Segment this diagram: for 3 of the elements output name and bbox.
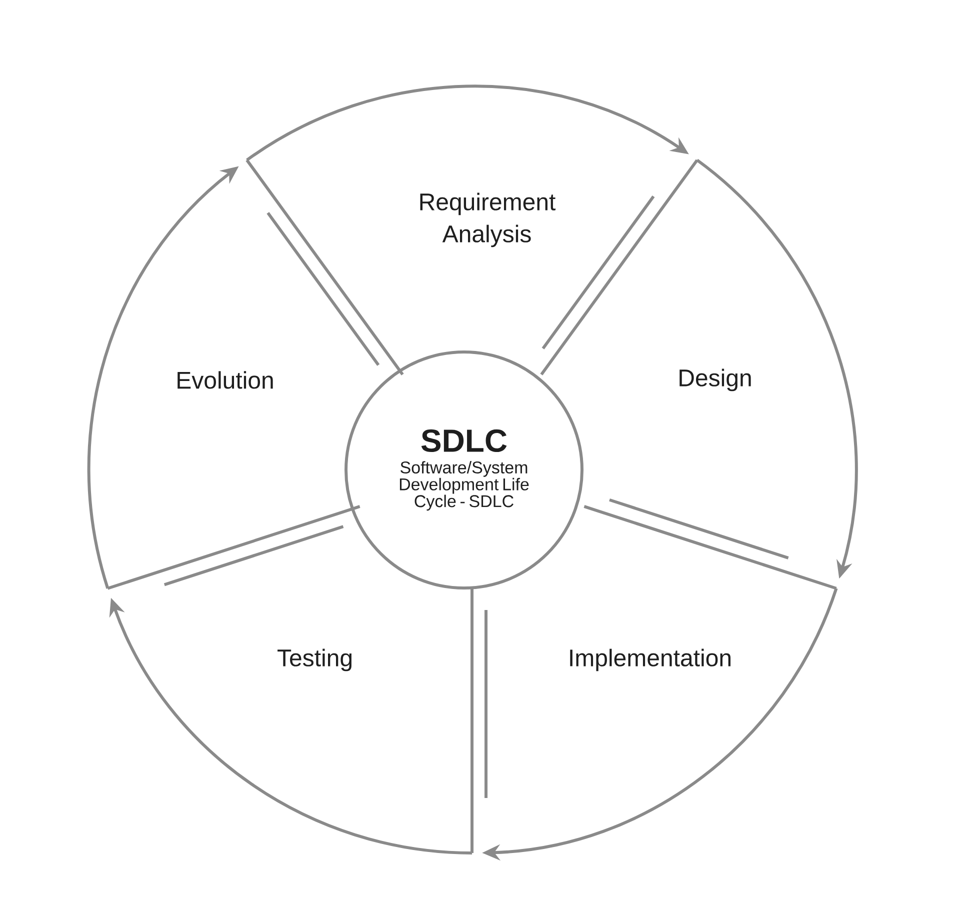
sector: Requirement Analysis <box>246 159 655 376</box>
sector: Testing <box>164 525 474 853</box>
sector: Evolution <box>107 212 380 590</box>
